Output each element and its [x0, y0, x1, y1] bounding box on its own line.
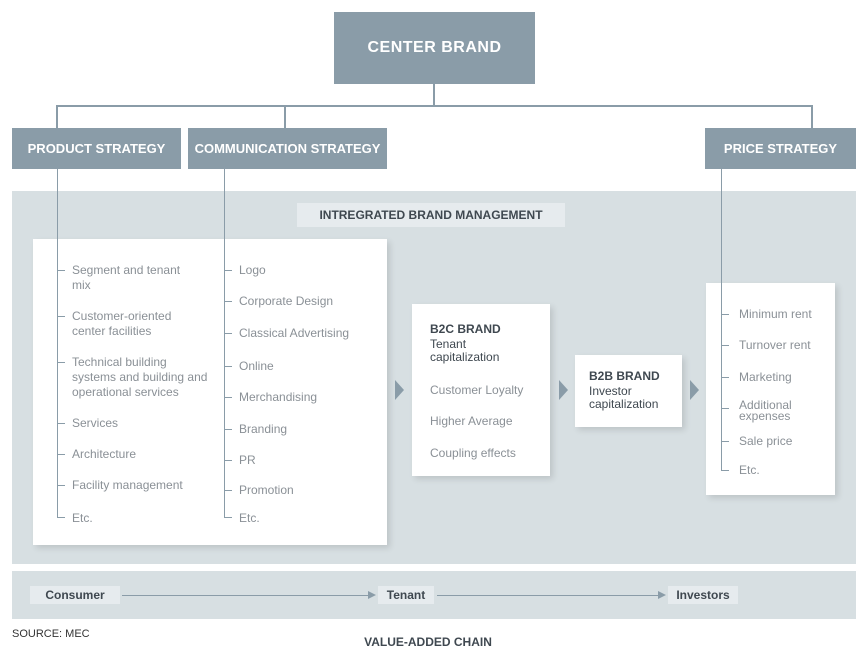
communication-item: Etc.	[239, 511, 260, 525]
communication-item: PR	[239, 453, 256, 467]
b2c-item: Coupling effects	[430, 446, 516, 460]
communication-item: Logo	[239, 263, 266, 277]
b2c-brand-card	[412, 304, 550, 476]
communication-item: Merchandising	[239, 390, 318, 404]
price-card	[706, 283, 835, 495]
investors-chip: Investors	[668, 586, 738, 604]
product-communication-card	[33, 239, 387, 545]
tenant-chip: Tenant	[378, 586, 434, 604]
communication-item: Promotion	[239, 483, 294, 497]
communication-list-line	[224, 169, 225, 518]
product-item: Architecture	[72, 447, 137, 461]
chevron-right-icon	[690, 380, 699, 400]
center-brand-box: CENTER BRAND	[334, 12, 535, 84]
communication-item: Corporate Design	[239, 294, 334, 308]
b2c-item: Customer Loyalty	[430, 383, 524, 397]
arrow-right-icon	[368, 591, 376, 599]
value-added-chain-label: VALUE-ADDED CHAIN	[294, 630, 562, 654]
price-strategy-box: PRICE STRATEGY	[705, 128, 856, 169]
b2c-item: Higher Average	[430, 414, 513, 428]
product-item: Segment and tenant mix	[72, 263, 181, 292]
product-item: Services	[72, 416, 119, 430]
communication-item: Online	[239, 359, 274, 373]
communication-drop-line	[284, 105, 286, 128]
communication-strategy-box: COMMUNICATION STRATEGY	[188, 128, 387, 169]
communication-item: Branding	[239, 422, 288, 436]
integrated-brand-management-label: INTREGRATED BRAND MANAGEMENT	[297, 203, 565, 227]
product-strategy-box: PRODUCT STRATEGY	[12, 128, 181, 169]
price-item: Minimum rent	[739, 307, 812, 321]
price-item: Sale price	[739, 434, 793, 448]
b2b-brand-card	[575, 355, 682, 427]
product-item: Etc.	[72, 511, 93, 525]
chain-arrow-line	[437, 595, 659, 596]
communication-item: Classical Advertising	[239, 326, 350, 340]
product-list-line	[57, 169, 58, 518]
chevron-right-icon	[559, 380, 568, 400]
price-item: Turnover rent	[739, 338, 811, 352]
center-connector-vertical	[433, 84, 435, 106]
arrow-right-icon	[658, 591, 666, 599]
strategy-connector-horizontal	[56, 105, 813, 107]
product-drop-line	[56, 105, 58, 128]
chain-arrow-line	[122, 595, 370, 596]
b2c-brand-subtitle: Tenant capitalization	[430, 337, 500, 364]
source-note: SOURCE: MEC	[12, 628, 90, 640]
product-item: Customer-oriented center facilities	[72, 309, 172, 338]
b2b-brand-subtitle: Investor capitalization	[589, 384, 659, 411]
product-item: Technical building systems and building …	[72, 355, 208, 399]
price-item: Marketing	[739, 370, 792, 384]
consumer-chip: Consumer	[30, 586, 120, 604]
price-drop-line	[811, 105, 813, 128]
product-item: Facility management	[72, 478, 183, 492]
price-item: Etc.	[739, 463, 760, 477]
b2b-brand-title: B2B BRAND	[589, 369, 660, 383]
price-item: Additional expenses	[739, 398, 792, 423]
b2c-brand-title: B2C BRAND	[430, 322, 501, 336]
price-list-line	[721, 169, 722, 471]
chevron-right-icon	[395, 380, 404, 400]
